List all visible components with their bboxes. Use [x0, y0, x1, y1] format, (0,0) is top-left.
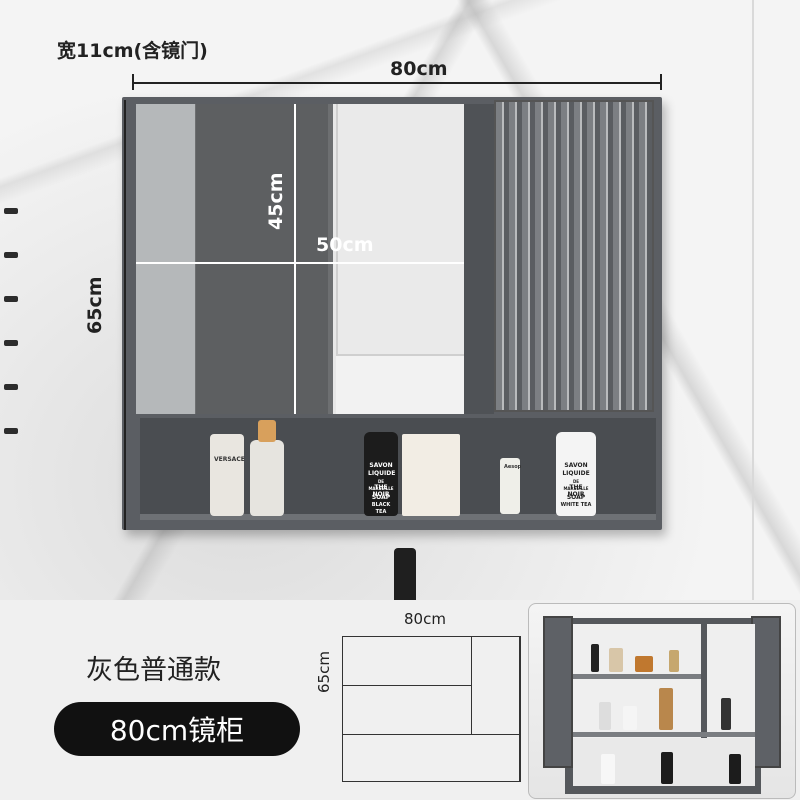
diagram-cell	[342, 685, 472, 735]
aesop-label: Aesop	[504, 464, 522, 470]
width-tick-right	[660, 74, 662, 90]
savon-black-line: SOAP	[371, 494, 391, 501]
thumb-inner-left	[573, 624, 701, 744]
cabinet-divider	[464, 104, 494, 414]
thumb-bottle	[609, 648, 623, 672]
gift-box	[402, 434, 460, 516]
towel-rail	[0, 200, 18, 460]
savon-white-line: THE NOIR	[567, 484, 585, 498]
variant-title: 灰色普通款	[86, 655, 221, 686]
thumb-bottle	[591, 644, 599, 672]
thumb-bottle	[661, 752, 673, 784]
diagram-cell	[342, 734, 521, 782]
width-dimension-line	[132, 82, 662, 84]
thumb-bottle	[721, 698, 731, 730]
savon-white-line: SAVON	[564, 462, 588, 469]
rail-bar	[4, 428, 18, 434]
savon-black-line: LIQUIDE	[368, 470, 396, 477]
height-label: 65cm	[84, 276, 106, 334]
savon-black-line: SAVON	[369, 462, 393, 469]
diagram-cell	[342, 636, 472, 686]
depth-label: 宽11cm(含镜门)	[57, 40, 208, 62]
thumb-left-door	[543, 616, 573, 768]
savon-black-bottle: SAVON LIQUIDE DE MARSEILLE THE NOIR SOAP…	[364, 432, 398, 516]
savon-white-line: DE MARSEILLE	[563, 479, 589, 491]
savon-black-line: THE NOIR	[372, 484, 390, 498]
pump-cap	[258, 420, 276, 442]
mirror-reflection-door	[196, 104, 328, 414]
diagram-height-label: 65cm	[315, 651, 333, 693]
mirror-width-label: 50cm	[316, 234, 374, 256]
width-label: 80cm	[390, 58, 448, 80]
rail-bar	[4, 384, 18, 390]
diagram-width-label: 80cm	[404, 610, 446, 628]
savon-white-line: SOAP	[566, 494, 586, 501]
faucet	[394, 548, 416, 602]
thumb-bottle	[729, 754, 741, 784]
mirror-reflection-drawer	[336, 354, 464, 414]
thumb-bottle	[623, 706, 637, 730]
thumb-bottle	[659, 688, 673, 730]
mirror-height-label: 45cm	[265, 172, 287, 230]
mirror-door	[136, 104, 464, 414]
diagram-cell	[471, 636, 521, 735]
size-option-button[interactable]: 80cm镜柜	[54, 702, 300, 756]
savon-white-line: LIQUIDE	[562, 470, 590, 477]
variant-panel: 灰色普通款 80cm镜柜 80cm 65cm	[0, 600, 800, 800]
thumb-bottle	[669, 650, 679, 672]
thumb-bottle	[599, 702, 611, 730]
fluted-glass-door	[494, 100, 654, 412]
thumb-shelf	[573, 732, 755, 737]
cabinet-diagram	[342, 636, 521, 782]
rail-bar	[4, 340, 18, 346]
mirror-width-line	[136, 262, 464, 264]
shelf-floor	[140, 514, 656, 520]
thumb-jar	[635, 656, 653, 672]
thumb-inner-right	[707, 624, 755, 744]
width-tick-left	[132, 74, 134, 90]
rail-bar	[4, 296, 18, 302]
height-dimension-line	[124, 100, 126, 530]
rail-bar	[4, 252, 18, 258]
thumb-right-door	[751, 616, 781, 768]
thumb-bottle	[601, 754, 615, 784]
aesop-tube: Aesop	[500, 458, 522, 514]
savon-black-line: BLACK TEA	[371, 502, 391, 515]
savon-white-line: WHITE TEA	[560, 502, 592, 508]
wall-seam	[752, 0, 754, 600]
versace-label: VERSACE	[214, 456, 245, 463]
mirror-height-line	[294, 104, 296, 414]
rail-bar	[4, 208, 18, 214]
lotion-bottle	[250, 440, 284, 516]
savon-black-line: DE MARSEILLE	[368, 479, 394, 491]
versace-tube: VERSACE	[210, 434, 245, 516]
mirror-reflection-cabinet	[336, 104, 464, 354]
open-cabinet-thumbnail[interactable]	[528, 603, 796, 799]
thumb-shelf	[573, 674, 701, 679]
savon-white-bottle: SAVON LIQUIDE DE MARSEILLE THE NOIR SOAP…	[556, 432, 596, 516]
